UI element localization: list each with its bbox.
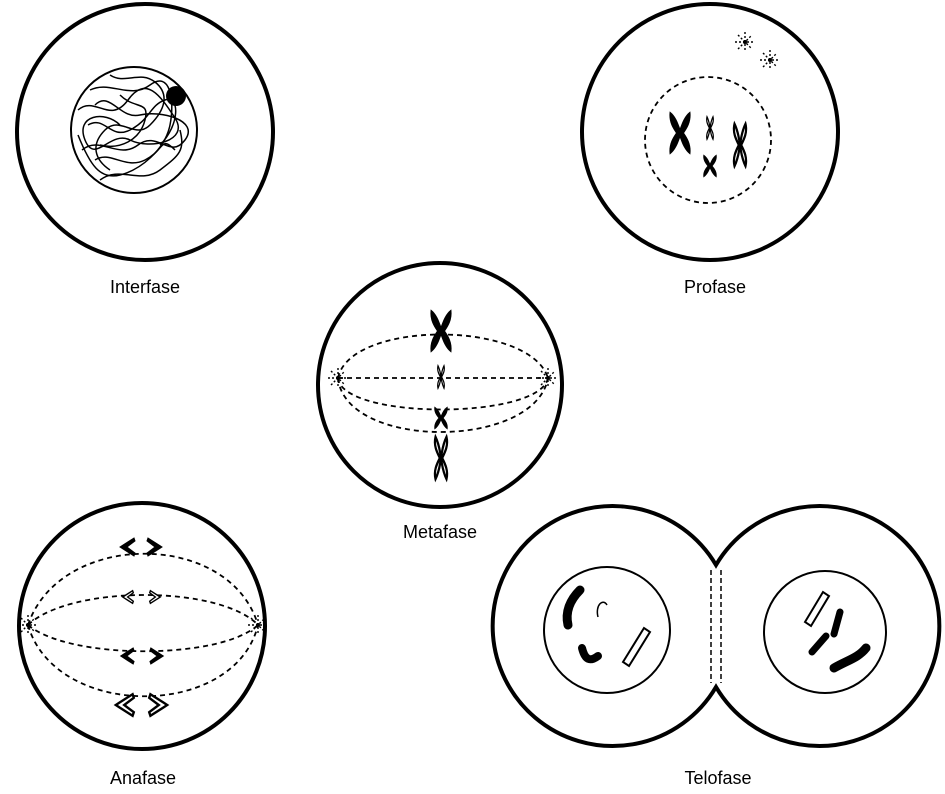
chromosome bbox=[829, 643, 871, 673]
stage-label-interfase: Interfase bbox=[110, 277, 180, 297]
telofase-cell bbox=[490, 504, 942, 748]
chromosome bbox=[578, 644, 602, 664]
stage-label-profase: Profase bbox=[684, 277, 746, 297]
chromosome bbox=[808, 632, 830, 656]
chromatin-threads bbox=[77, 74, 189, 181]
cleavage-furrow bbox=[710, 570, 722, 683]
daughter-nucleus-left bbox=[543, 566, 671, 694]
nucleolus bbox=[166, 86, 186, 106]
stage-label-metafase: Metafase bbox=[403, 522, 477, 542]
chromosome bbox=[830, 608, 844, 638]
chromosome-open bbox=[803, 590, 831, 628]
interfase-cell bbox=[15, 2, 275, 262]
chromosome-open bbox=[596, 601, 608, 618]
chromosome bbox=[562, 585, 585, 630]
metafase-cell bbox=[316, 261, 564, 509]
chromosome-open bbox=[621, 626, 652, 668]
profase-nuclear-envelope bbox=[644, 76, 772, 204]
stage-label-telofase: Telofase bbox=[684, 768, 751, 788]
anafase-spindle bbox=[27, 552, 259, 698]
daughter-nucleus-right bbox=[763, 570, 887, 694]
anafase-cell bbox=[17, 501, 269, 751]
stage-label-anafase: Anafase bbox=[110, 768, 176, 788]
profase-cell bbox=[580, 2, 840, 262]
